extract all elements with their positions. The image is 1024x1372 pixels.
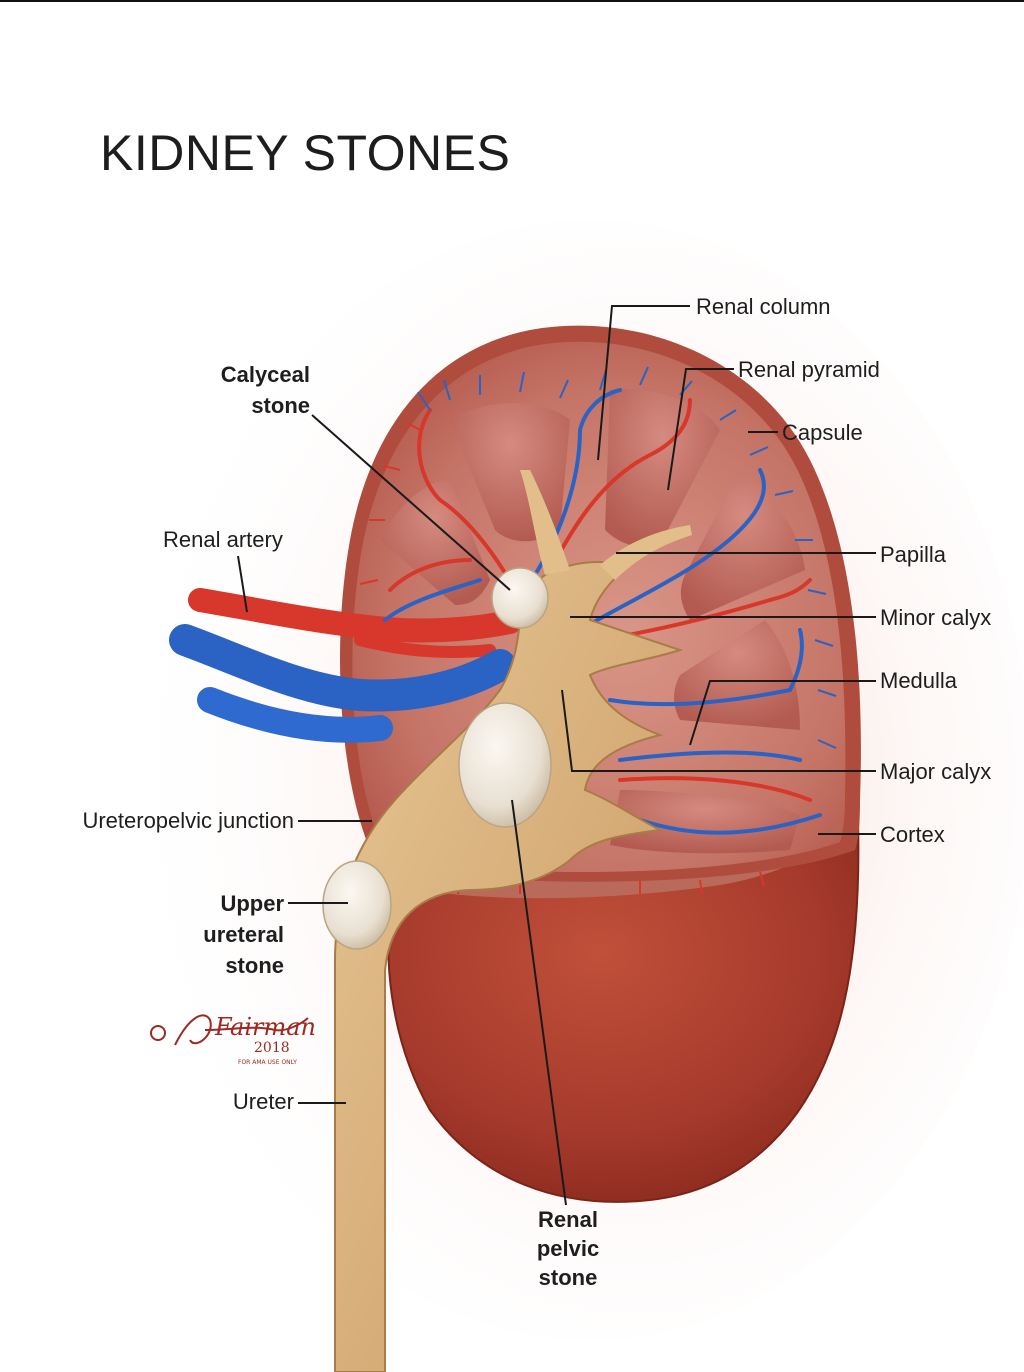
leader-renal-pyramid bbox=[667, 368, 734, 491]
label-upper-ureteral-stone-1: Upper bbox=[220, 891, 284, 916]
leader-renal-pelvic-stone bbox=[511, 799, 567, 1206]
renal-vein-vessel bbox=[169, 624, 516, 712]
label-renal-pyramid: Renal pyramid bbox=[738, 357, 880, 382]
kidney-lower-half bbox=[387, 818, 860, 1203]
leader-medulla bbox=[689, 680, 876, 746]
label-medulla: Medulla bbox=[880, 668, 958, 693]
label-renal-pelvic-stone-2: pelvic bbox=[536, 1236, 600, 1261]
label-calyceal-stone-2: stone bbox=[251, 393, 310, 418]
interlobar-artery bbox=[538, 398, 692, 592]
leader-major-calyx bbox=[561, 689, 876, 772]
renal-pyramid bbox=[605, 389, 720, 547]
renal-pyramid bbox=[610, 790, 800, 854]
arcuate-vessels bbox=[417, 366, 837, 749]
leader-renal-column bbox=[597, 305, 690, 461]
calyceal-stone bbox=[491, 567, 549, 629]
leader-renal-artery bbox=[237, 555, 248, 613]
top-border bbox=[0, 0, 1024, 2]
renal-pelvic-stone bbox=[458, 702, 552, 828]
label-renal-column: Renal column bbox=[696, 294, 831, 319]
interlobar-vein bbox=[578, 468, 766, 632]
label-ureteropelvic-junction: Ureteropelvic junction bbox=[82, 808, 294, 833]
interlobar-artery bbox=[598, 578, 812, 642]
renal-pyramid bbox=[680, 470, 805, 620]
interlobar-vein bbox=[638, 813, 822, 835]
label-renal-artery: Renal artery bbox=[163, 527, 283, 552]
label-papilla: Papilla bbox=[880, 542, 947, 567]
label-calyceal-stone-1: Calyceal bbox=[220, 362, 310, 387]
label-minor-calyx: Minor calyx bbox=[880, 605, 992, 630]
renal-artery-branch bbox=[354, 634, 496, 658]
interlobar-artery bbox=[388, 558, 472, 592]
leader-calyceal-stone bbox=[311, 414, 511, 591]
signature-note: FOR AMA USE ONLY bbox=[238, 1059, 297, 1066]
minor-calyx bbox=[520, 470, 570, 575]
renal-vein-vessel bbox=[197, 687, 393, 743]
signature-year: 2018 bbox=[254, 1040, 290, 1056]
label-ureter: Ureter bbox=[232, 1089, 294, 1114]
artist-signature bbox=[150, 1014, 309, 1046]
signature-name: Fairman bbox=[214, 1013, 316, 1041]
arcuate-vessels-red bbox=[359, 421, 765, 895]
interlobar-vein bbox=[618, 750, 802, 762]
upper-ureteral-stone bbox=[322, 860, 392, 950]
renal-pelvis bbox=[334, 561, 684, 1372]
leader-lines bbox=[237, 305, 876, 1206]
renal-pyramid bbox=[380, 480, 490, 605]
interlobar-vein bbox=[608, 628, 804, 707]
label-major-calyx: Major calyx bbox=[880, 759, 992, 784]
page-title: KIDNEY STONES bbox=[100, 125, 511, 181]
label-upper-ureteral-stone-3: stone bbox=[225, 953, 284, 978]
label-renal-pelvic-stone-3: stone bbox=[538, 1265, 598, 1290]
interlobar-artery bbox=[618, 776, 812, 802]
label-renal-pelvic-stone-1: Renal bbox=[538, 1207, 598, 1232]
label-cortex: Cortex bbox=[880, 822, 945, 847]
label-capsule: Capsule bbox=[782, 420, 863, 445]
renal-artery-vessel bbox=[188, 588, 522, 643]
interlobar-artery bbox=[417, 408, 522, 602]
interlobar-vein bbox=[383, 578, 482, 622]
label-upper-ureteral-stone-2: ureteral bbox=[203, 922, 284, 947]
cut-rim bbox=[395, 805, 858, 899]
